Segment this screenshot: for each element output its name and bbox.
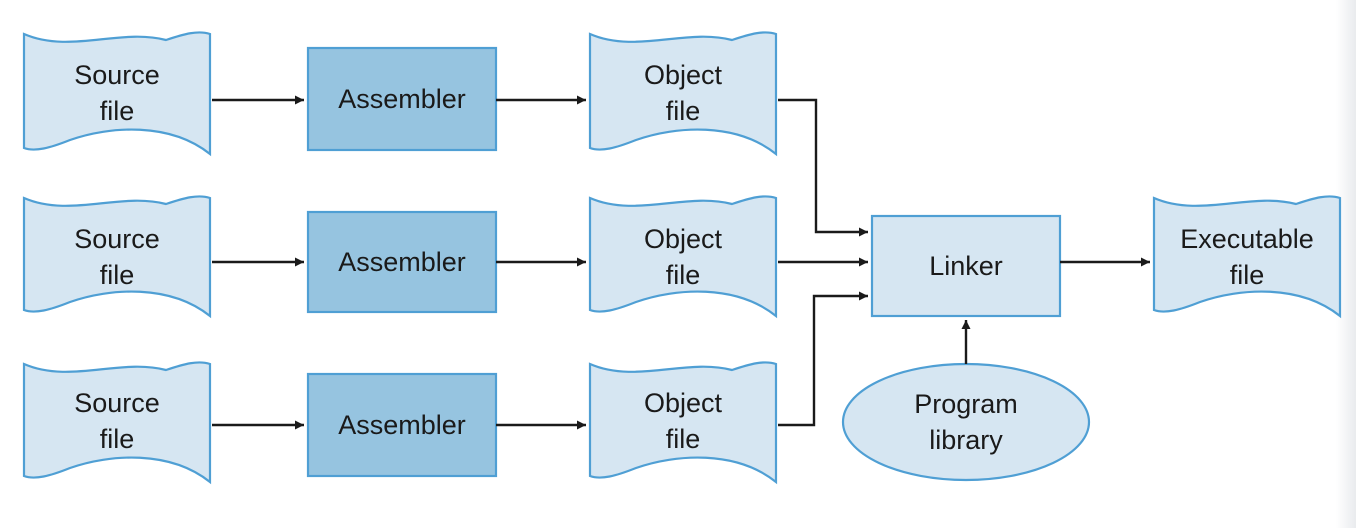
object-file-1-line1: Object — [644, 60, 723, 90]
assembler-1-label: Assembler — [338, 84, 466, 114]
object-file-2-line2: file — [666, 260, 701, 290]
assembler-2: Assembler — [306, 210, 498, 314]
assembler-2-label: Assembler — [338, 247, 466, 277]
linker-label: Linker — [929, 251, 1003, 281]
linker: Linker — [870, 214, 1062, 318]
source-file-1: Source file — [22, 31, 212, 157]
assembler-1: Assembler — [306, 46, 498, 152]
source-file-2: Source file — [22, 195, 212, 319]
source-file-3-line2: file — [100, 424, 135, 454]
object-file-2-line1: Object — [644, 224, 723, 254]
object-file-1-line2: file — [666, 96, 701, 126]
arrow-object1-to-linker — [778, 98, 868, 237]
object-file-2: Object file — [588, 195, 778, 319]
object-file-1: Object file — [588, 31, 778, 157]
object-file-3: Object file — [588, 361, 778, 485]
source-file-1-line1: Source — [74, 60, 160, 90]
page-edge-shadow — [1336, 0, 1356, 528]
object-file-3-line1: Object — [644, 388, 723, 418]
assembler-3: Assembler — [306, 372, 498, 478]
arrow-object3-to-linker — [778, 291, 868, 427]
executable-file: Executable file — [1152, 195, 1342, 319]
assembler-3-label: Assembler — [338, 410, 466, 440]
program-library-line2: library — [929, 425, 1003, 455]
object-file-3-line2: file — [666, 424, 701, 454]
source-file-2-line1: Source — [74, 224, 160, 254]
executable-file-line2: file — [1230, 260, 1265, 290]
program-library-line1: Program — [914, 389, 1018, 419]
source-file-3: Source file — [22, 361, 212, 485]
program-library: Program library — [841, 362, 1091, 482]
source-file-1-line2: file — [100, 96, 135, 126]
executable-file-line1: Executable — [1180, 224, 1314, 254]
source-file-3-line1: Source — [74, 388, 160, 418]
source-file-2-line2: file — [100, 260, 135, 290]
